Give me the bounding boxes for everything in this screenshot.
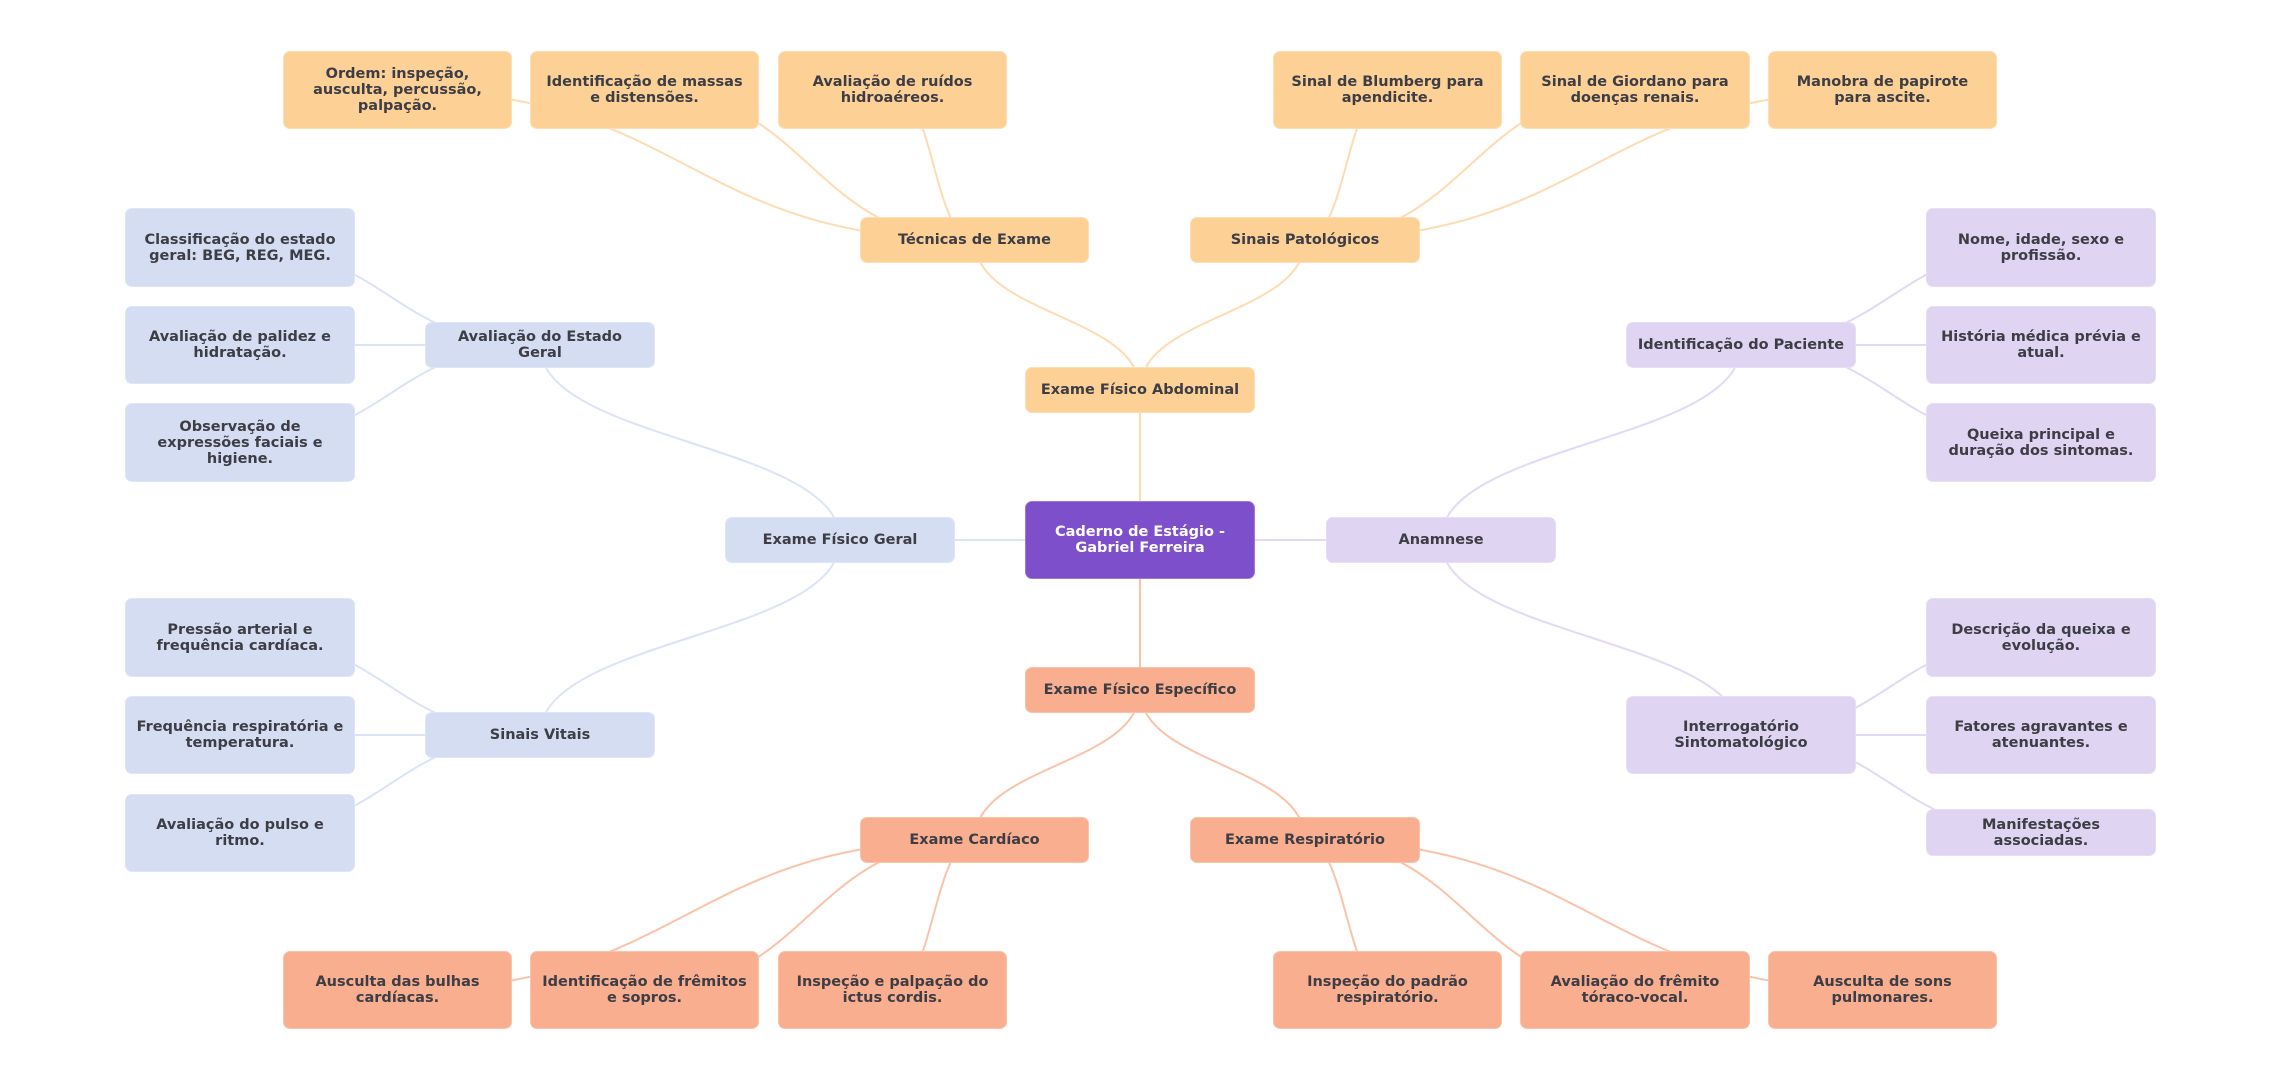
node-label: Exame Físico Abdominal — [1040, 382, 1240, 398]
leaf-node[interactable]: Manobra de papirote para ascite. — [1768, 51, 1997, 129]
node-label: Sinais Vitais — [489, 727, 591, 743]
node-avaliacao-estado-geral[interactable]: Avaliação do Estado Geral — [425, 322, 655, 368]
leaf-label: Manifestações associadas. — [1981, 816, 2101, 849]
leaf-label: Inspeção e palpação do ictus cordis. — [796, 974, 989, 1006]
connector-abdominal-tecnicas — [973, 239, 1141, 391]
leaf-node[interactable]: Pressão arterial e frequência cardíaca. — [125, 598, 355, 677]
connector-abdominal-sinais — [1139, 239, 1306, 391]
leaf-label: Identificação de frêmitos e sopros. — [542, 974, 747, 1006]
leaf-node[interactable]: Frequência respiratória e temperatura. — [125, 696, 355, 774]
connector-anamnese-identificacao — [1440, 344, 1742, 541]
leaf-node[interactable]: Identificação de frêmitos e sopros. — [530, 951, 759, 1029]
connector-geral-estado — [539, 344, 841, 541]
leaf-node[interactable]: Inspeção e palpação do ictus cordis. — [778, 951, 1007, 1029]
node-label: Exame Cardíaco — [909, 832, 1040, 848]
leaf-label: Ausculta de sons pulmonares. — [1813, 974, 1952, 1006]
leaf-node[interactable]: Sinal de Giordano para doenças renais. — [1520, 51, 1750, 129]
node-label: Técnicas de Exame — [898, 232, 1051, 248]
leaf-node[interactable]: Avaliação do pulso e ritmo. — [125, 794, 355, 872]
leaf-node[interactable]: Classificação do estado geral: BEG, REG,… — [125, 208, 355, 287]
node-exame-respiratorio[interactable]: Exame Respiratório — [1190, 817, 1420, 863]
node-exame-cardiaco[interactable]: Exame Cardíaco — [860, 817, 1089, 863]
leaf-node[interactable]: Manifestações associadas. — [1926, 809, 2156, 856]
leaf-label: História médica prévia e atual. — [1941, 329, 2141, 361]
node-sinais-vitais[interactable]: Sinais Vitais — [425, 712, 655, 758]
node-label: Interrogatório Sintomatológico — [1674, 719, 1808, 751]
leaf-label: Sinal de Giordano para doenças renais. — [1541, 74, 1729, 106]
node-label: Anamnese — [1398, 532, 1484, 548]
leaf-label: Queixa principal e duração dos sintomas. — [1948, 426, 2134, 459]
branch-anamnese[interactable]: Anamnese — [1326, 517, 1556, 563]
leaf-node[interactable]: Avaliação de palidez e hidratação. — [125, 306, 355, 384]
leaf-label: Fatores agravantes e atenuantes. — [1954, 719, 2128, 751]
leaf-node[interactable]: Sinal de Blumberg para apendicite. — [1273, 51, 1502, 129]
leaf-label: Frequência respiratória e temperatura. — [136, 719, 344, 751]
leaf-label: Identificação de massas e distensões. — [546, 74, 743, 106]
leaf-label: Nome, idade, sexo e profissão. — [1957, 231, 2125, 264]
branch-exame-fisico-abdominal[interactable]: Exame Físico Abdominal — [1025, 367, 1255, 413]
leaf-node[interactable]: Queixa principal e duração dos sintomas. — [1926, 403, 2156, 482]
leaf-node[interactable]: Avaliação do frêmito tóraco-vocal. — [1520, 951, 1750, 1029]
leaf-label: Avaliação do frêmito tóraco-vocal. — [1550, 974, 1720, 1006]
connector-geral-vitais — [539, 539, 841, 736]
root-node-label: Caderno de Estágio - Gabriel Ferreira — [1054, 524, 1225, 556]
leaf-label: Avaliação de palidez e hidratação. — [149, 329, 331, 361]
leaf-node[interactable]: Avaliação de ruídos hidroaéreos. — [778, 51, 1007, 129]
leaf-node[interactable]: Fatores agravantes e atenuantes. — [1926, 696, 2156, 774]
node-interrogatorio-sintomatologico[interactable]: Interrogatório Sintomatológico — [1626, 696, 1856, 774]
node-tecnicas-de-exame[interactable]: Técnicas de Exame — [860, 217, 1089, 263]
branch-exame-fisico-especifico[interactable]: Exame Físico Específico — [1025, 667, 1255, 713]
leaf-label: Sinal de Blumberg para apendicite. — [1291, 74, 1484, 106]
leaf-node[interactable]: Inspeção do padrão respiratório. — [1273, 951, 1502, 1029]
connector-especifico-respiratorio — [1139, 689, 1306, 841]
node-label: Identificação do Paciente — [1637, 337, 1845, 353]
node-sinais-patologicos[interactable]: Sinais Patológicos — [1190, 217, 1420, 263]
leaf-node[interactable]: Descrição da queixa e evolução. — [1926, 598, 2156, 677]
leaf-label: Pressão arterial e frequência cardíaca. — [156, 621, 324, 654]
leaf-node[interactable]: Nome, idade, sexo e profissão. — [1926, 208, 2156, 287]
node-label: Exame Físico Específico — [1043, 682, 1237, 698]
node-label: Avaliação do Estado Geral — [457, 329, 623, 361]
leaf-label: Ausculta das bulhas cardíacas. — [315, 974, 480, 1006]
leaf-node[interactable]: Ordem: inspeção, ausculta, percussão, pa… — [283, 51, 512, 129]
leaf-label: Observação de expressões faciais e higie… — [157, 418, 323, 467]
leaf-node[interactable]: Ausculta das bulhas cardíacas. — [283, 951, 512, 1029]
node-identificacao-do-paciente[interactable]: Identificação do Paciente — [1626, 322, 1856, 368]
leaf-node[interactable]: Ausculta de sons pulmonares. — [1768, 951, 1997, 1029]
leaf-label: Classificação do estado geral: BEG, REG,… — [144, 231, 336, 264]
leaf-label: Inspeção do padrão respiratório. — [1307, 974, 1468, 1006]
node-label: Exame Físico Geral — [762, 532, 918, 548]
node-label: Sinais Patológicos — [1230, 232, 1380, 248]
leaf-node[interactable]: História médica prévia e atual. — [1926, 306, 2156, 384]
leaf-label: Ordem: inspeção, ausculta, percussão, pa… — [313, 66, 482, 114]
root-node[interactable]: Caderno de Estágio - Gabriel Ferreira — [1025, 501, 1255, 579]
leaf-label: Descrição da queixa e evolução. — [1951, 621, 2131, 654]
leaf-label: Manobra de papirote para ascite. — [1796, 74, 1969, 106]
node-label: Exame Respiratório — [1225, 832, 1385, 848]
leaf-node[interactable]: Observação de expressões faciais e higie… — [125, 403, 355, 482]
branch-exame-fisico-geral[interactable]: Exame Físico Geral — [725, 517, 955, 563]
leaf-node[interactable]: Identificação de massas e distensões. — [530, 51, 759, 129]
leaf-label: Avaliação de ruídos hidroaéreos. — [812, 74, 973, 106]
leaf-label: Avaliação do pulso e ritmo. — [156, 817, 324, 849]
connector-especifico-cardiaco — [973, 689, 1141, 841]
